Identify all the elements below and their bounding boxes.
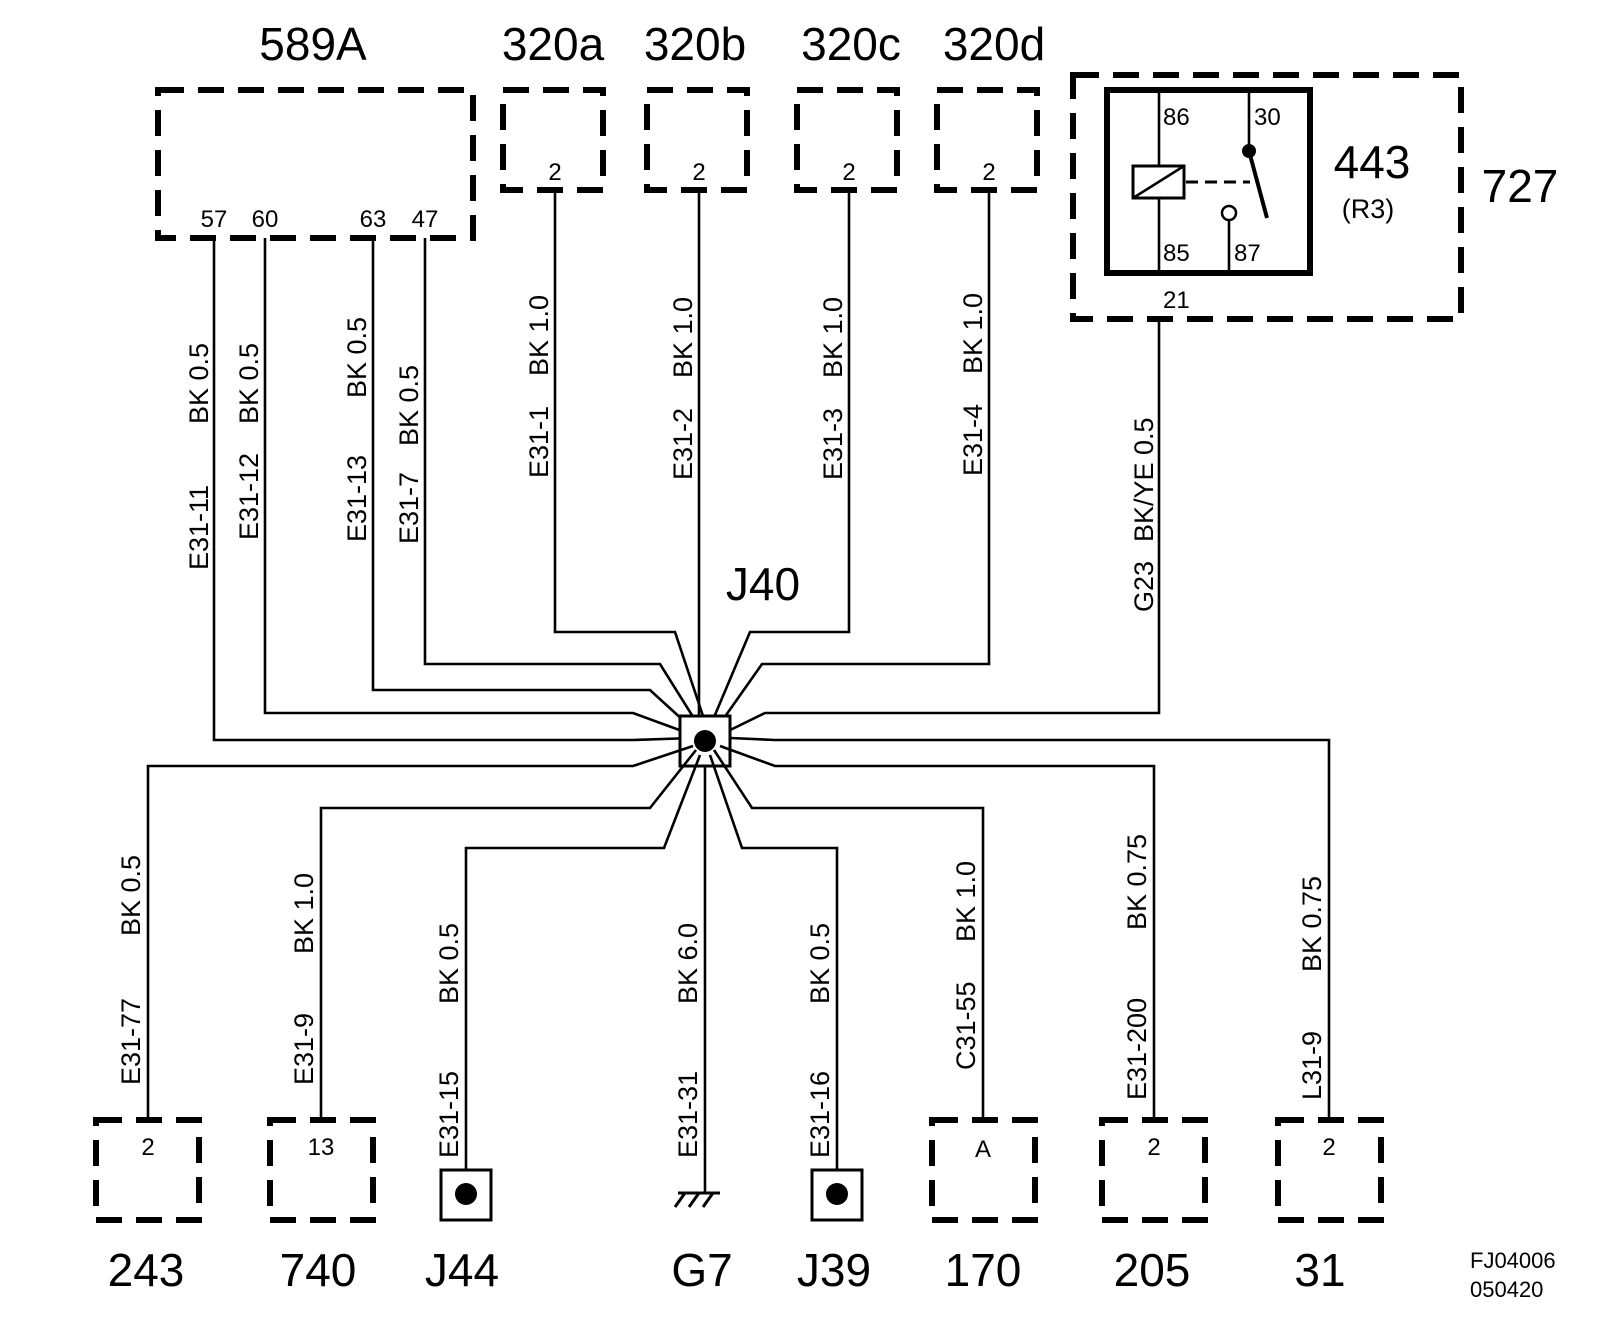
wire-spec: BK 0.5 <box>805 923 835 1004</box>
relay-pin-87: 87 <box>1234 240 1261 267</box>
wire-circuit: E31-31 <box>673 1071 703 1158</box>
wire-circuit: E31-4 <box>958 404 988 476</box>
pin-label: 2 <box>692 159 705 186</box>
wire-circuit: L31-9 <box>1297 1031 1327 1100</box>
splice-dot <box>826 1183 848 1205</box>
pin-60: 60 <box>252 206 279 233</box>
component-170: A 170 <box>929 1117 1038 1296</box>
component-label-727: 727 <box>1482 160 1559 212</box>
wire-spec: BK 1.0 <box>668 297 698 378</box>
wire-spec: BK 0.75 <box>1122 834 1152 930</box>
pin-63: 63 <box>360 206 387 233</box>
pin-label: 13 <box>308 1134 335 1161</box>
wire-spec: BK 0.5 <box>434 923 464 1004</box>
relay-443: 443 (R3) 86 30 85 87 21 <box>1104 87 1411 314</box>
component-320d: 320d 2 <box>934 18 1045 193</box>
drawing-code: FJ04006 <box>1470 1248 1556 1273</box>
relay-label-443: 443 <box>1334 136 1411 188</box>
wire-spec: BK 1.0 <box>958 293 988 374</box>
component-label-320d: 320d <box>943 18 1045 70</box>
wire-circuit: E31-7 <box>394 472 424 544</box>
component-label-589A: 589A <box>259 18 367 70</box>
pin-57: 57 <box>201 206 228 233</box>
wire-spec: BK 6.0 <box>673 923 703 1004</box>
wire-spec: BK 1.0 <box>818 297 848 378</box>
wire-circuit: E31-3 <box>818 408 848 480</box>
wire-spec: BK 0.5 <box>116 855 146 936</box>
wire-circuit: E31-2 <box>668 408 698 480</box>
component-label-170: 170 <box>945 1244 1022 1296</box>
relay-pin-85: 85 <box>1163 240 1190 267</box>
pin-label: A <box>975 1136 991 1163</box>
relay-pin-21: 21 <box>1163 287 1190 314</box>
component-589A: 589A 57 60 63 47 <box>155 18 476 241</box>
wire-circuit: E31-9 <box>289 1013 319 1085</box>
pin-label: 2 <box>141 1134 154 1161</box>
wire-spec: BK 0.5 <box>394 365 424 446</box>
splice-dot <box>694 730 716 752</box>
wire-circuit: E31-12 <box>234 453 264 540</box>
relay-pin-86: 86 <box>1163 104 1190 131</box>
top-wires <box>212 190 1161 742</box>
wire-circuit: E31-1 <box>524 406 554 478</box>
component-label-243: 243 <box>108 1244 185 1296</box>
top-wire-labels: E31-11 BK 0.5 E31-12 BK 0.5 E31-13 BK 0.… <box>184 293 1159 612</box>
wire-circuit: E31-77 <box>116 998 146 1085</box>
wire-circuit: E31-16 <box>805 1071 835 1158</box>
relay-coil <box>1131 164 1186 200</box>
wire-circuit: C31-55 <box>951 981 981 1070</box>
component-205: 2 205 <box>1099 1117 1208 1296</box>
splice-label-J40: J40 <box>726 558 800 610</box>
wire-circuit: E31-15 <box>434 1071 464 1158</box>
relay-contact-87 <box>1220 204 1238 222</box>
drawing-reference: FJ04006 050420 <box>1470 1248 1556 1302</box>
component-label-31: 31 <box>1294 1244 1345 1296</box>
pin-label: 2 <box>548 159 561 186</box>
ground-G7: G7 <box>671 1191 733 1296</box>
component-243: 2 243 <box>93 1117 202 1296</box>
component-label-G7: G7 <box>671 1244 732 1296</box>
component-727: 727 <box>1070 72 1559 322</box>
splice-J40: J40 <box>678 558 800 768</box>
component-31: 2 31 <box>1275 1117 1384 1296</box>
wire-circuit: E31-200 <box>1122 998 1152 1100</box>
splice-dot <box>455 1183 477 1205</box>
component-label-320c: 320c <box>801 18 901 70</box>
bottom-wire-labels: E31-77 BK 0.5 E31-9 BK 1.0 E31-15 BK 0.5… <box>116 834 1327 1158</box>
component-320a: 320a 2 <box>500 18 606 193</box>
pin-label: 2 <box>1147 1134 1160 1161</box>
pin-label: 2 <box>982 159 995 186</box>
wire-spec: BK 1.0 <box>951 861 981 942</box>
relay-sublabel: (R3) <box>1342 194 1395 224</box>
wire-circuit: E31-11 <box>184 485 214 570</box>
splice-J39: J39 <box>797 1168 871 1296</box>
wire-spec: BK 1.0 <box>289 873 319 954</box>
relay-pin-30: 30 <box>1254 104 1281 131</box>
wire-circuit: E31-13 <box>342 455 372 542</box>
component-label-J39: J39 <box>797 1244 871 1296</box>
pin-label: 2 <box>842 159 855 186</box>
wire-circuit: G23 <box>1129 561 1159 612</box>
wire-spec: BK 0.75 <box>1297 876 1327 972</box>
pin-label: 2 <box>1322 1134 1335 1161</box>
splice-J44: J44 <box>425 1168 499 1296</box>
component-label-740: 740 <box>280 1244 357 1296</box>
component-320b: 320b 2 <box>644 18 750 193</box>
wire-spec: BK 1.0 <box>524 295 554 376</box>
component-740: 13 740 <box>267 1117 376 1296</box>
wire-spec: BK 0.5 <box>234 343 264 424</box>
component-label-J44: J44 <box>425 1244 499 1296</box>
wire-spec: BK 0.5 <box>342 317 372 398</box>
pin-47: 47 <box>412 206 439 233</box>
wire-spec: BK 0.5 <box>184 343 214 424</box>
bottom-wires <box>146 736 1331 1193</box>
drawing-date: 050420 <box>1470 1277 1543 1302</box>
component-label-320a: 320a <box>502 18 605 70</box>
wire-spec: BK/YE 0.5 <box>1129 417 1159 542</box>
component-320c: 320c 2 <box>794 18 901 193</box>
component-label-320b: 320b <box>644 18 746 70</box>
component-label-205: 205 <box>1114 1244 1191 1296</box>
